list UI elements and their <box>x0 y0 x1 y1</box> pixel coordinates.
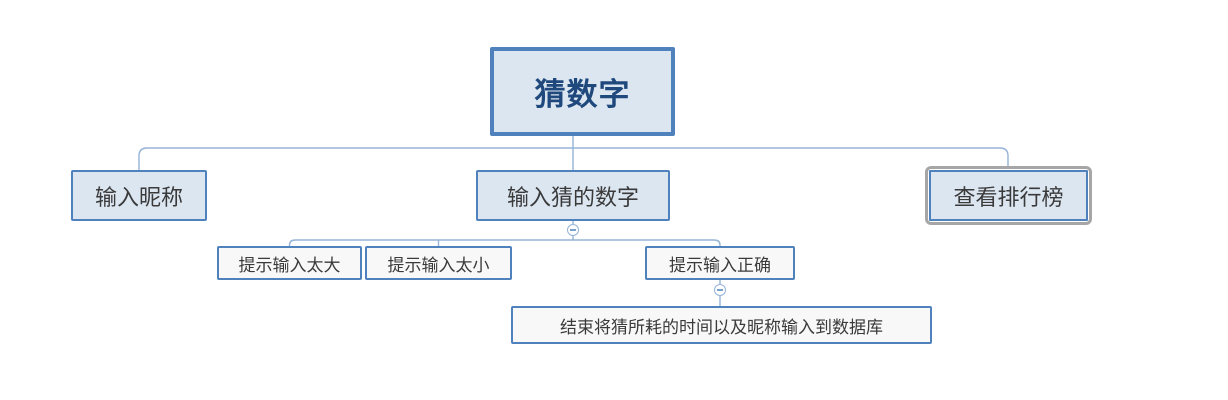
node-enter-nickname[interactable]: 输入昵称 <box>71 170 207 221</box>
minus-icon <box>570 229 576 231</box>
node-hint-too-small[interactable]: 提示输入太小 <box>365 246 512 280</box>
node-enter-guessed-number[interactable]: 输入猜的数字 <box>476 170 670 221</box>
node-view-leaderboard[interactable]: 查看排行榜 <box>929 170 1088 221</box>
minus-icon <box>717 289 723 291</box>
node-root-guess-number[interactable]: 猜数字 <box>490 47 675 136</box>
selection-ring: 查看排行榜 <box>925 166 1092 225</box>
node-save-time-nickname-to-database[interactable]: 结束将猜所耗的时间以及昵称输入到数据库 <box>511 306 932 344</box>
collapse-toggle-correct[interactable] <box>714 284 726 296</box>
connector-level1-rail <box>138 147 1009 170</box>
node-hint-too-big[interactable]: 提示输入太大 <box>217 246 362 280</box>
node-hint-correct[interactable]: 提示输入正确 <box>645 246 795 280</box>
collapse-toggle-branch2[interactable] <box>567 224 579 236</box>
connector-level3-rail <box>288 239 721 246</box>
